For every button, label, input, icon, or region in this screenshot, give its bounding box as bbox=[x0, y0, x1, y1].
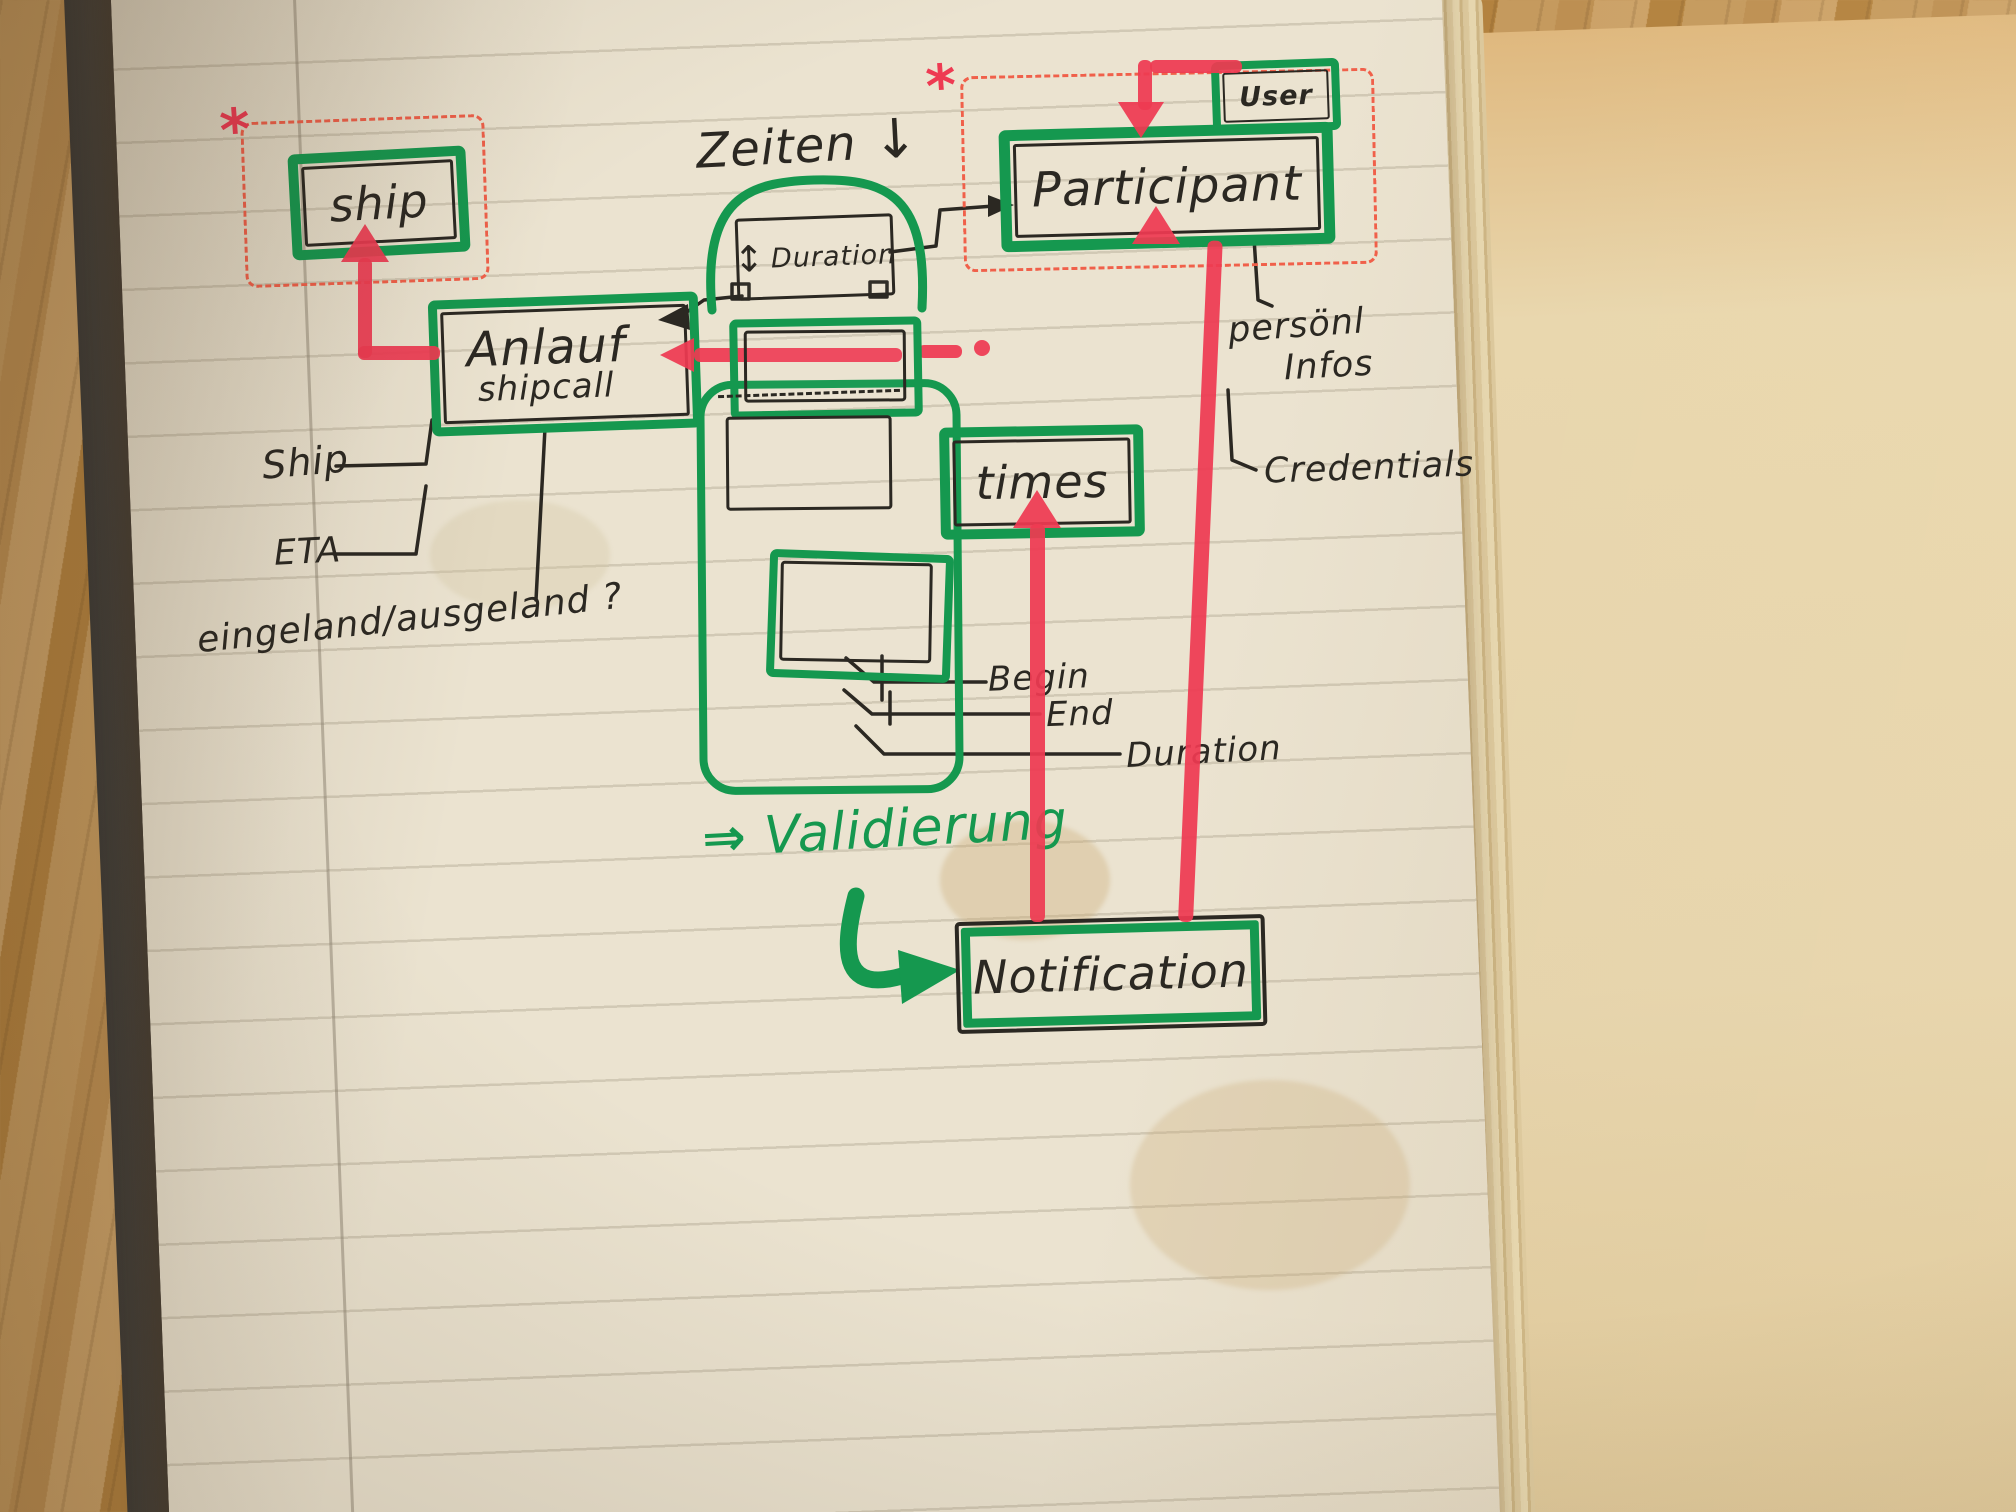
timeslot-box-3 bbox=[779, 560, 933, 664]
attr-end-label: End bbox=[1045, 692, 1115, 736]
attr-personal-label: persönl bbox=[1226, 301, 1366, 351]
green-arrowhead-to-notification bbox=[898, 950, 960, 1004]
attr-ship-label: Ship bbox=[260, 436, 351, 488]
line-attr-inout bbox=[534, 426, 547, 602]
attr-duration-label: Duration bbox=[1125, 727, 1283, 777]
resize-arrow-icon: ↕ bbox=[733, 238, 766, 281]
entity-notification: Notification bbox=[954, 913, 1268, 1035]
asterisk-participant: * bbox=[923, 50, 960, 122]
duration-box-label: Duration bbox=[770, 238, 897, 275]
coffee-stain bbox=[1130, 1080, 1410, 1290]
line-attr-eta bbox=[332, 484, 428, 556]
zeiten-label: Zeiten bbox=[694, 115, 859, 180]
asterisk-ship: * bbox=[217, 94, 254, 166]
coffee-stain bbox=[940, 820, 1110, 940]
attr-inout-label: eingeland/ausgeland ? bbox=[195, 575, 625, 662]
duration-box: ↕ Duration bbox=[733, 213, 897, 301]
green-curved-arrow bbox=[839, 887, 911, 989]
attr-eta-label: ETA bbox=[272, 530, 343, 574]
attr-infos-label: Infos bbox=[1283, 343, 1375, 389]
attr-credentials-label: Credentials bbox=[1263, 444, 1475, 492]
paper-smudge bbox=[430, 500, 610, 610]
validierung-note: ⇒ Validierung bbox=[701, 790, 1070, 869]
line-attr-credentials bbox=[1226, 388, 1258, 472]
zeiten-heading: Zeiten ↓ bbox=[695, 106, 921, 181]
line-attr-ship bbox=[334, 418, 434, 468]
entity-user-label: User bbox=[1238, 79, 1314, 113]
validierung-label: Validierung bbox=[762, 790, 1070, 867]
timeslot-box-2 bbox=[725, 415, 893, 511]
entity-notification-label: Notification bbox=[972, 943, 1250, 1005]
double-arrow-icon: ⇒ bbox=[700, 807, 749, 870]
zeiten-down-arrow-icon: ↓ bbox=[871, 106, 921, 172]
entity-anlauf-sublabel: shipcall bbox=[477, 365, 616, 411]
